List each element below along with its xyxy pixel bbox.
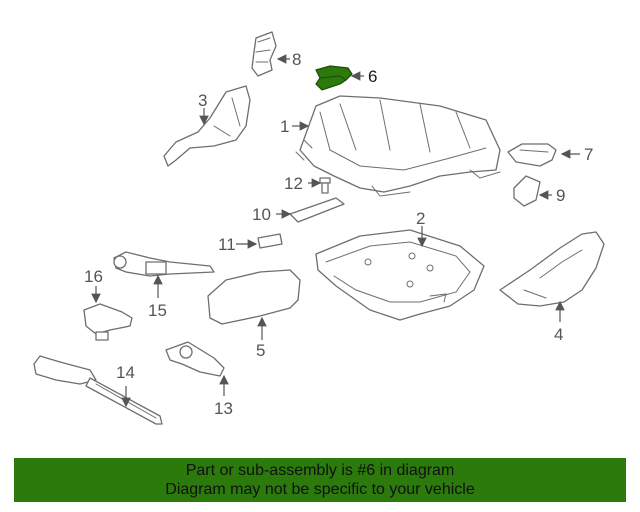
callout-10[interactable]: 10 [252, 205, 271, 224]
part-3-side-shield[interactable] [163, 85, 251, 167]
part-1-seat-frame[interactable] [295, 95, 501, 197]
part-2-seat-pan[interactable] [315, 229, 485, 321]
banner-line-1: Part or sub-assembly is #6 in diagram [185, 462, 455, 479]
part-9-bracket[interactable] [513, 175, 541, 207]
part-7-bracket[interactable] [507, 143, 557, 167]
callout-15[interactable]: 15 [148, 301, 167, 320]
part-14-track-rod[interactable] [33, 355, 163, 425]
part-13-motor[interactable] [165, 341, 225, 377]
part-11-clip[interactable] [257, 233, 283, 249]
callout-8[interactable]: 8 [292, 50, 301, 69]
part-10-trim[interactable] [289, 197, 345, 223]
callout-2[interactable]: 2 [416, 209, 425, 228]
part-16-switch[interactable] [83, 303, 133, 341]
callout-6[interactable]: 6 [368, 67, 377, 86]
callout-7[interactable]: 7 [584, 145, 593, 164]
callout-arrows [91, 54, 580, 408]
part-info-banner: Part or sub-assembly is #6 in diagram Di… [14, 458, 626, 502]
callout-5[interactable]: 5 [256, 341, 265, 360]
callout-14[interactable]: 14 [116, 363, 135, 382]
callout-9[interactable]: 9 [556, 186, 565, 205]
part-6-cover-highlighted[interactable] [315, 65, 353, 91]
callout-13[interactable]: 13 [214, 399, 233, 418]
callout-1[interactable]: 1 [280, 117, 289, 136]
callout-12[interactable]: 12 [284, 174, 303, 193]
callout-16[interactable]: 16 [84, 267, 103, 286]
callout-11[interactable]: 11 [218, 235, 236, 254]
part-15-motor[interactable] [113, 251, 215, 277]
callout-4[interactable]: 4 [554, 325, 563, 344]
part-5-cushion[interactable] [207, 269, 301, 325]
part-8-bracket[interactable] [251, 31, 277, 77]
parts-diagram: 1 2 3 4 5 6 7 8 9 10 11 12 13 14 15 16 [33, 31, 605, 425]
callout-3[interactable]: 3 [198, 91, 207, 110]
callout-labels: 1 2 3 4 5 6 7 8 9 10 11 12 13 14 15 16 [84, 50, 593, 418]
part-4-side-shield[interactable] [499, 231, 605, 307]
part-12-bolt[interactable] [319, 177, 331, 194]
banner-line-2: Diagram may not be specific to your vehi… [165, 481, 475, 498]
